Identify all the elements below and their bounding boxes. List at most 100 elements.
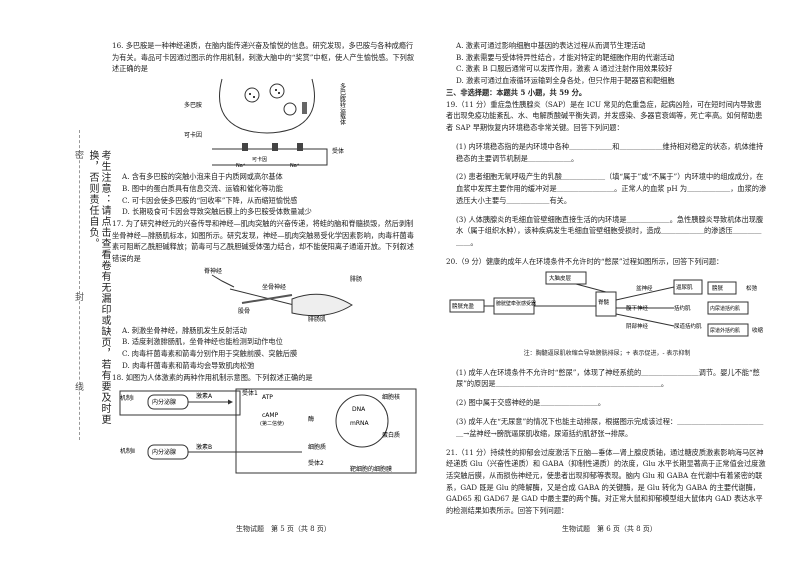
q17-option-c: C. 肉毒杆菌毒素和箭毒分别作用于突触前膜、突触后膜 (122, 349, 298, 359)
hormone-mechanism-diagram: 机制Ⅰ 机制Ⅱ 内分泌腺 内分泌腺 激素A 激素B 受体1 ATP cAMP (… (119, 388, 417, 474)
q16-option-b: B. 图中的蛋白质具有信息交流、运输和催化等功能 (122, 183, 283, 193)
q17-stem: 17. 为了研究神经元的兴奋传导和神经—肌肉突触的兴奋传递，将蛙的脑和脊髓损毁，… (112, 218, 414, 264)
fig18-label-gland2: 内分泌腺 (152, 448, 176, 456)
page-6: A. 激素可通过影响细胞中基因的表达过程从而调节生理活动 B. 激素需要与受体特… (446, 40, 768, 517)
fig20-label-pelvic-nerve: 盆神经 (636, 284, 653, 292)
fig20-label-internal-sphincter: 内尿道括约肌 (710, 305, 740, 312)
fig18-label-dna: DNA (352, 406, 366, 413)
fig20-label-urethral-sphincter: 尿道括约肌 (674, 322, 702, 330)
fig18-label-receptor2: 受体2 (308, 459, 324, 467)
presynaptic-terminal (219, 78, 315, 134)
fig18-label-protein: 蛋白质 (382, 431, 400, 439)
q20-part-1: (1) 成年人在环境条件不允许时“憋尿”，体现了神经系统的＿＿＿＿＿＿＿＿调节。… (456, 367, 760, 389)
fig16-label-na1: Na⁺ (236, 163, 246, 169)
q19-part-2: (2) 患者细胞无氧呼吸产生的乳酸＿＿＿＿＿＿（填“属于”或“不属于”）内环境中… (456, 172, 767, 205)
fig20-label-fullness: 膀胱充盈 (452, 302, 475, 310)
fig16-label-cocaine: 可卡因 (184, 131, 202, 139)
fig20-label-spinal: 脊髓 (598, 298, 610, 306)
q19-stem: 19.（11 分）重症急性胰腺炎（SAP）是在 ICU 常见的危重急症，起病凶险… (446, 99, 763, 132)
fig20-label-external-sphincter: 尿道外括约肌 (710, 327, 740, 334)
fig16-label-cocaine2: 可卡因 (252, 156, 267, 163)
page-5: 16. 多巴胺是一种神经递质，在脑内能传递兴奋及愉悦的信息。研究发现，多巴胺与各… (112, 40, 420, 479)
fig18-label-second-messenger: (第二信使) (260, 420, 284, 427)
seal-mark-mid: 封 (75, 293, 85, 303)
q17-option-b: B. 适度刺激腓肠肌，坐骨神经也能检测到动作电位 (122, 337, 283, 347)
q16-synapse-figure: 多巴胺 多巴胺转运载体 可卡因 Na⁺ Na⁺ 可卡因 受体 (112, 77, 420, 169)
fig17-label-femur: 股骨 (238, 308, 250, 315)
urination-reflex-diagram: 大脑皮层 脊髓 膀胱充盈 膀胱壁牵张感受器 盆神经 逼尿肌 括约肌 腹下神经 阴… (449, 271, 764, 337)
fig20-label-cortex: 大脑皮层 (549, 274, 572, 282)
fig16-label-na2: Na⁺ (290, 163, 300, 169)
q16-option-a: A. 含有多巴胺的突触小泡来自于内质网或高尔基体 (122, 172, 283, 182)
seal-mark-bottom: 线 (75, 383, 85, 393)
q16-option-d: D. 长期吸食可卡因会导致突触后膜上的多巴胺受体数量减少 (122, 207, 312, 217)
binding-margin: 密 封 线 考生注意：请点击查看卷有无漏印或缺页，若有要及时更换，否则责任自负。 (0, 0, 110, 561)
q19-part-1: (1) 内环境稳态指的是内环境中各种＿＿＿＿＿＿和＿＿＿＿＿＿维持相对稳定的状态… (456, 141, 764, 163)
fig18-label-mech2: 机制Ⅱ (120, 447, 135, 455)
fig20-label-contract: 收缩 (752, 326, 764, 334)
binding-line (79, 130, 80, 440)
fig17-label-tendon: 腓肠 (350, 275, 362, 283)
fig17-label-sciatic: 坐骨神经 (262, 283, 286, 291)
fig16-label-dopamine: 多巴胺 (184, 101, 202, 109)
q16-stem: 16. 多巴胺是一种神经递质，在脑内能传递兴奋及愉悦的信息。研究发现，多巴胺与各… (112, 41, 415, 74)
postsynaptic-membrane (212, 148, 328, 166)
fig18-label-hormone-b: 激素B (196, 443, 212, 451)
fig20-label-bladder: 膀胱 (712, 284, 724, 292)
q18-option-c: C. 激素 B 口服后通常可以发挥作用，激素 A 通过注射作用效果较好 (456, 64, 673, 74)
page-6-footer: 生物试题 第 6 页（共 8 页） (562, 525, 657, 533)
receptor (297, 143, 303, 152)
q20-part-2: (2) 图中属于交感神经的是＿＿＿＿＿＿＿＿。 (456, 398, 606, 408)
gastrocnemius-muscle (291, 293, 353, 316)
fig16-label-transporter: 多巴胺转运载体 (339, 82, 346, 126)
spinal-nerve (211, 274, 235, 288)
fig18-label-receptor1: 受体1 (242, 389, 258, 397)
sciatic-nerve (229, 288, 303, 308)
fig20-label-receptor: 膀胱壁牵张感受器 (496, 300, 536, 307)
fig18-label-mech1: 机制Ⅰ (120, 394, 134, 402)
nerve-muscle-diagram: 脊神经 坐骨神经 腓肠 股骨 腓肠肌 (204, 267, 362, 323)
q19-part-3: (3) 人体胰腺炎的毛细血管壁细胞直接生活的内环境是＿＿＿＿＿＿。急性胰腺炎导致… (456, 214, 764, 248)
q18-stem: 18. 如图为人体激素的两种作用机制示意图。下列叙述正确的是 (112, 372, 313, 382)
fig18-label-gland1: 内分泌腺 (152, 398, 176, 406)
fig18-label-cytoplasm: 细胞质 (308, 443, 326, 451)
dopamine-transporter (302, 102, 307, 115)
section-3-heading: 三、非选择题：本题共 5 小题，共 59 分。 (446, 87, 587, 97)
q18-option-d: D. 激素可通过血液循环运输到全身各处，但只作用于靶器官和靶细胞 (456, 76, 675, 86)
receptor (242, 143, 248, 152)
fig18-label-target-membrane: 靶细胞的细胞膜 (350, 465, 392, 473)
fig18-label-hormone-a: 激素A (196, 392, 213, 400)
vesicle (269, 83, 285, 99)
femur-bone (241, 293, 293, 304)
q20-figure-note: 注：胸髓逼尿肌收缩合导致膀胱排尿；+ 表示促进，- 表示抑制 (523, 349, 691, 357)
vesicle (244, 87, 260, 103)
q17-option-d: D. 肉毒杆菌毒素和箭毒均会导致肌肉松弛 (122, 360, 255, 370)
q20-part-3: (3) 成年人在“无尿意”的情况下也能主动排尿，根据图示完成该过程：＿＿＿＿＿＿… (456, 417, 764, 438)
seal-mark-top: 密 (75, 151, 85, 161)
receptor (272, 143, 278, 152)
fig20-label-detrusor: 逼尿肌 (676, 284, 693, 291)
fig20-label-pudendal: 阴部神经 (626, 322, 649, 330)
q16-option-c: C. 可卡因会使多巴胺的“回收率”下降，从而缩短愉悦感 (122, 195, 298, 205)
fig18-label-camp: cAMP (262, 412, 279, 419)
q18-option-b: B. 激素需要与受体特异性结合，才能对特定的靶细胞作用的代谢活动 (456, 52, 675, 62)
q20-stem: 20.（9 分）健康的成年人在环境条件不允许时的“憋尿”过程如图所示，回答下列问… (446, 257, 724, 266)
fig16-label-receptor: 受体 (332, 147, 344, 155)
synapse-diagram: 多巴胺 多巴胺转运载体 可卡因 Na⁺ Na⁺ 可卡因 受体 (184, 78, 346, 169)
fig20-label-sphincter: 括约肌 (674, 304, 691, 312)
exam-notice: 考生注意：请点击查看卷有无漏印或缺页，若有要及时更换，否则责任自负。 (87, 150, 110, 425)
fig20-label-relax: 松弛 (746, 284, 758, 292)
q18-hormone-figure: 机制Ⅰ 机制Ⅱ 内分泌腺 内分泌腺 激素A 激素B 受体1 ATP cAMP (… (112, 385, 420, 477)
fig18-label-atp: ATP (262, 394, 273, 401)
q18-option-a: A. 激素可通过影响细胞中基因的表达过程从而调节生理活动 (456, 41, 646, 50)
q17-option-a: A. 刺激坐骨神经，腓肠肌发生反射活动 (122, 325, 247, 335)
fig18-label-enzyme: 酶 (308, 415, 314, 423)
fig18-label-nucleus: 细胞核 (382, 393, 400, 401)
q17-muscle-figure: 脊神经 坐骨神经 腓肠 股骨 腓肠肌 (112, 267, 420, 323)
fig17-label-spinal: 脊神经 (204, 267, 222, 275)
q21-stem: 21.（11 分）持续性的抑郁会过度激活下丘脑—垂体—肾上腺皮质轴，通过糖皮质激… (446, 447, 766, 516)
q20-urination-figure: 大脑皮层 脊髓 膀胱充盈 膀胱壁牵张感受器 盆神经 逼尿肌 括约肌 腹下神经 阴… (446, 270, 768, 346)
vesicle (283, 102, 297, 116)
fig18-label-mrna: mRNA (350, 420, 370, 427)
fig17-label-muscle: 腓肠肌 (308, 315, 326, 323)
